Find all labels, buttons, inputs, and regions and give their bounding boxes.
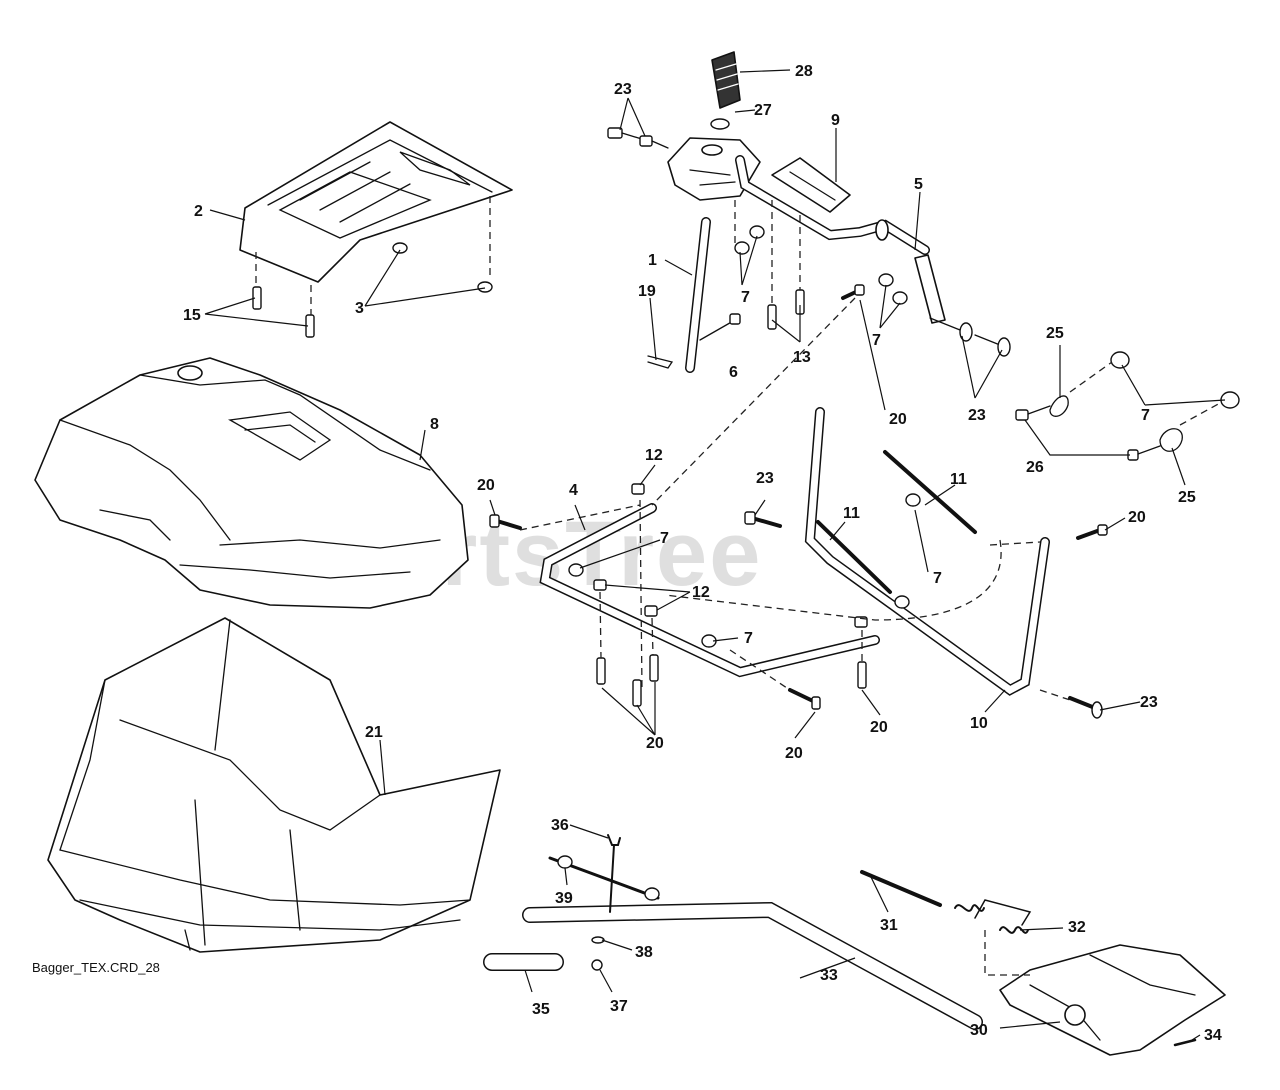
part-26-bolt-upper[interactable] bbox=[1015, 405, 1051, 421]
part-38-washer[interactable] bbox=[591, 936, 605, 944]
callout-7-lower: 7 bbox=[744, 630, 753, 647]
part-1-rod[interactable] bbox=[685, 217, 711, 373]
part-5-shaft[interactable] bbox=[735, 155, 946, 324]
callout-33: 33 bbox=[820, 967, 838, 984]
part-26-bolt-lower[interactable] bbox=[1127, 445, 1161, 461]
callout-20-top: 20 bbox=[889, 411, 907, 428]
callout-12-mid: 12 bbox=[692, 584, 710, 601]
callout-23-right: 23 bbox=[968, 407, 986, 424]
callout-26: 26 bbox=[1026, 459, 1044, 476]
part-28-grip[interactable] bbox=[711, 51, 741, 109]
part-15-screws[interactable] bbox=[252, 286, 315, 338]
callout-20-right: 20 bbox=[1128, 509, 1146, 526]
callout-11-mid: 11 bbox=[843, 505, 860, 522]
callout-23-mid: 23 bbox=[756, 470, 774, 487]
callout-34: 34 bbox=[1204, 1027, 1222, 1044]
callout-9: 9 bbox=[831, 112, 840, 129]
callout-7-right: 7 bbox=[1141, 407, 1150, 424]
part-7-nuts-frame[interactable] bbox=[568, 493, 921, 648]
part-23-bolts-right[interactable] bbox=[929, 317, 1011, 357]
part-25-clip-top[interactable] bbox=[1049, 395, 1069, 417]
callout-7-center: 7 bbox=[933, 570, 942, 587]
callout-39: 39 bbox=[555, 890, 573, 907]
part-6-bolt[interactable] bbox=[699, 313, 741, 341]
callout-2: 2 bbox=[194, 203, 203, 220]
part-23-bolts-top[interactable] bbox=[607, 127, 669, 149]
callout-4: 4 bbox=[569, 482, 578, 499]
part-27-washer[interactable] bbox=[710, 118, 730, 130]
part-8-hood[interactable] bbox=[34, 357, 469, 609]
callout-11-top: 11 bbox=[950, 471, 967, 488]
callout-8: 8 bbox=[430, 416, 439, 433]
part-30-pedal-bracket[interactable] bbox=[999, 944, 1226, 1056]
callout-30: 30 bbox=[970, 1022, 988, 1039]
callout-35: 35 bbox=[532, 1001, 550, 1018]
part-11-link-b[interactable] bbox=[816, 520, 892, 594]
part-19-pin[interactable] bbox=[647, 355, 674, 369]
part-34-screw[interactable] bbox=[1173, 1038, 1197, 1047]
part-20-bolts[interactable] bbox=[489, 284, 1108, 710]
callout-20-left: 20 bbox=[477, 477, 495, 494]
diagram-caption: Bagger_TEX.CRD_28 bbox=[32, 960, 160, 975]
callout-37: 37 bbox=[610, 998, 628, 1015]
callout-23-lower: 23 bbox=[1140, 694, 1158, 711]
part-3-nuts[interactable] bbox=[392, 242, 493, 293]
callout-3: 3 bbox=[355, 300, 364, 317]
callout-20-mid: 20 bbox=[870, 719, 888, 736]
callout-38: 38 bbox=[635, 944, 653, 961]
leader-lines bbox=[204, 69, 1226, 1041]
part-25-clip-bottom[interactable] bbox=[1159, 428, 1183, 452]
part-32-springs[interactable] bbox=[954, 899, 1032, 934]
callout-25-top: 25 bbox=[1046, 325, 1064, 342]
callout-12-top: 12 bbox=[645, 447, 663, 464]
part-4-lift-arm[interactable] bbox=[539, 503, 880, 678]
callout-20-bottom: 20 bbox=[785, 745, 803, 762]
callout-5: 5 bbox=[914, 176, 923, 193]
callout-21: 21 bbox=[365, 724, 383, 741]
callout-labels: 28 27 23 9 5 2 15 3 1 19 7 6 13 7 23 25 … bbox=[183, 63, 1222, 1044]
part-39-spring-rod[interactable] bbox=[548, 855, 660, 901]
callout-27: 27 bbox=[754, 102, 772, 119]
part-7-nuts-top[interactable] bbox=[734, 225, 908, 305]
shift-bracket[interactable] bbox=[667, 137, 761, 201]
callout-36: 36 bbox=[551, 817, 569, 834]
callout-32: 32 bbox=[1068, 919, 1086, 936]
part-36-hook[interactable] bbox=[607, 834, 621, 913]
callout-28: 28 bbox=[795, 63, 813, 80]
callout-23: 23 bbox=[614, 81, 632, 98]
part-23-bolts-lower[interactable] bbox=[744, 511, 1103, 719]
callout-13: 13 bbox=[793, 349, 811, 366]
part-7-nuts-right[interactable] bbox=[1110, 351, 1240, 409]
callout-1: 1 bbox=[648, 252, 657, 269]
part-37-nut[interactable] bbox=[591, 959, 603, 971]
callout-7-mid: 7 bbox=[872, 332, 881, 349]
part-33-lever[interactable] bbox=[522, 901, 983, 1030]
callout-19: 19 bbox=[638, 283, 656, 300]
callout-20-bottom-left: 20 bbox=[646, 735, 664, 752]
part-21-bag[interactable] bbox=[47, 617, 501, 953]
part-31-rod[interactable] bbox=[860, 870, 942, 907]
part-11-link-a[interactable] bbox=[883, 450, 977, 534]
callout-10: 10 bbox=[970, 715, 988, 732]
part-13-bolts[interactable] bbox=[767, 289, 805, 330]
part-2-cover[interactable] bbox=[239, 121, 513, 283]
callout-7-left: 7 bbox=[660, 530, 669, 547]
callout-31: 31 bbox=[880, 917, 898, 934]
part-9-plate[interactable] bbox=[771, 157, 851, 213]
callout-7-top: 7 bbox=[741, 289, 750, 306]
callout-6: 6 bbox=[729, 364, 738, 381]
part-10-frame[interactable] bbox=[804, 407, 1050, 696]
callout-15: 15 bbox=[183, 307, 201, 324]
callout-25-bottom: 25 bbox=[1178, 489, 1196, 506]
